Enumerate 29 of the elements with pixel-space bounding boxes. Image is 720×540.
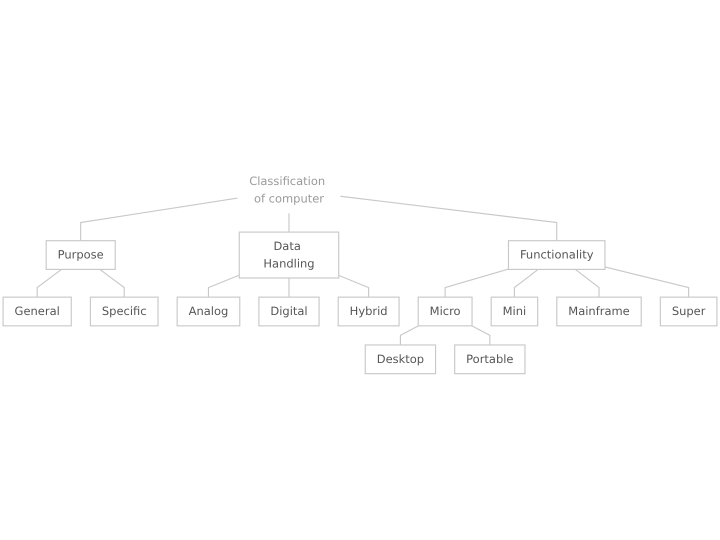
node-box: Super	[660, 296, 718, 326]
connector	[288, 278, 290, 297]
connector	[338, 274, 370, 297]
connector	[514, 268, 538, 297]
connector	[208, 274, 240, 297]
node-box: Data Handling	[238, 231, 340, 278]
connector	[400, 324, 419, 345]
node-box: General	[2, 296, 72, 326]
node-box: Micro	[418, 296, 473, 326]
node-text: Classification of computer	[249, 174, 326, 205]
node-box: Digital	[258, 296, 320, 326]
connector	[340, 195, 558, 240]
connector	[444, 268, 509, 297]
connector	[604, 266, 690, 297]
connector	[575, 268, 600, 297]
node-box: Hybrid	[338, 296, 400, 326]
node-box: Mainframe	[556, 296, 642, 326]
connector	[36, 268, 62, 297]
node-box: Purpose	[46, 240, 116, 270]
connector	[288, 212, 290, 232]
node-box: Analog	[176, 296, 240, 326]
node-box: Desktop	[364, 344, 436, 374]
connector	[80, 197, 238, 240]
node-box: Specific	[90, 296, 159, 326]
node-box: Mini	[490, 296, 538, 326]
connector	[472, 324, 490, 345]
node-box: Portable	[454, 344, 526, 374]
connector	[100, 268, 125, 297]
node-box: Functionality	[508, 240, 606, 270]
